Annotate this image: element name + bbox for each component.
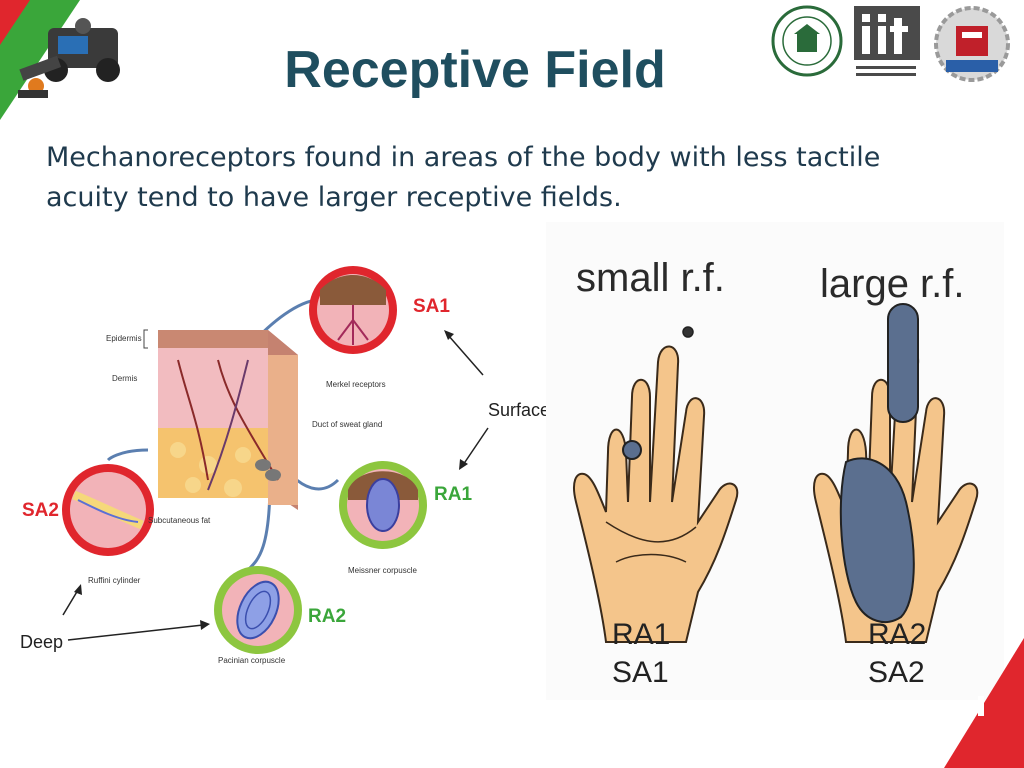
small-rf-type-ra1: RA1: [612, 618, 671, 651]
small-rf-type-sa1: SA1: [612, 656, 669, 689]
slide-title: Receptive Field: [284, 41, 666, 99]
large-rf-type-sa2: SA2: [868, 656, 925, 689]
small-rf-heading: small r.f.: [576, 256, 725, 300]
label-deep: Deep: [20, 632, 64, 652]
hands-artwork: [573, 303, 979, 643]
label-ruffini-cylinder: Ruffini cylinder: [88, 576, 141, 585]
large-rf-heading: large r.f.: [820, 262, 965, 306]
label-pacinian-corpuscle: Pacinian corpuscle: [218, 656, 286, 665]
label-duct-of-sweat-gland: Duct of sweat gland: [312, 420, 383, 429]
centrale-lyon-logo: [934, 6, 1010, 82]
label-meissner-corpuscle: Meissner corpuscle: [348, 566, 417, 575]
hand-receptive-field-diagram: small r.f. large r.f. RA1 SA1 RA2 SA2: [546, 222, 1004, 700]
label-ra2: RA2: [308, 606, 347, 627]
large-rf-types: RA2 SA2: [868, 616, 926, 692]
label-surface: Surface: [488, 400, 551, 420]
sun-yat-sen-university-logo: [771, 5, 843, 77]
skin-mechanoreceptor-diagram: Epidermis Dermis Subcutaneous fat Duct o…: [8, 250, 551, 690]
label-epidermis: Epidermis: [106, 334, 142, 343]
corner-decoration-bottom-right: [944, 638, 1024, 768]
iit-logo: [854, 6, 920, 76]
skin-diagram-artwork: [62, 266, 489, 654]
robot-illustration: [18, 18, 120, 98]
slide-body-text: Mechanoreceptors found in areas of the b…: [46, 142, 881, 213]
label-dermis: Dermis: [112, 374, 138, 383]
label-ra1: RA1: [434, 484, 473, 505]
label-sa1: SA1: [413, 296, 450, 317]
small-rf-types: RA1 SA1: [612, 616, 670, 692]
label-merkel-receptors: Merkel receptors: [326, 380, 386, 389]
label-sa2: SA2: [22, 500, 59, 521]
label-subcutaneous-fat: Subcutaneous fat: [148, 516, 211, 525]
partner-logos: [766, 4, 1016, 84]
large-rf-type-ra2: RA2: [868, 618, 927, 651]
